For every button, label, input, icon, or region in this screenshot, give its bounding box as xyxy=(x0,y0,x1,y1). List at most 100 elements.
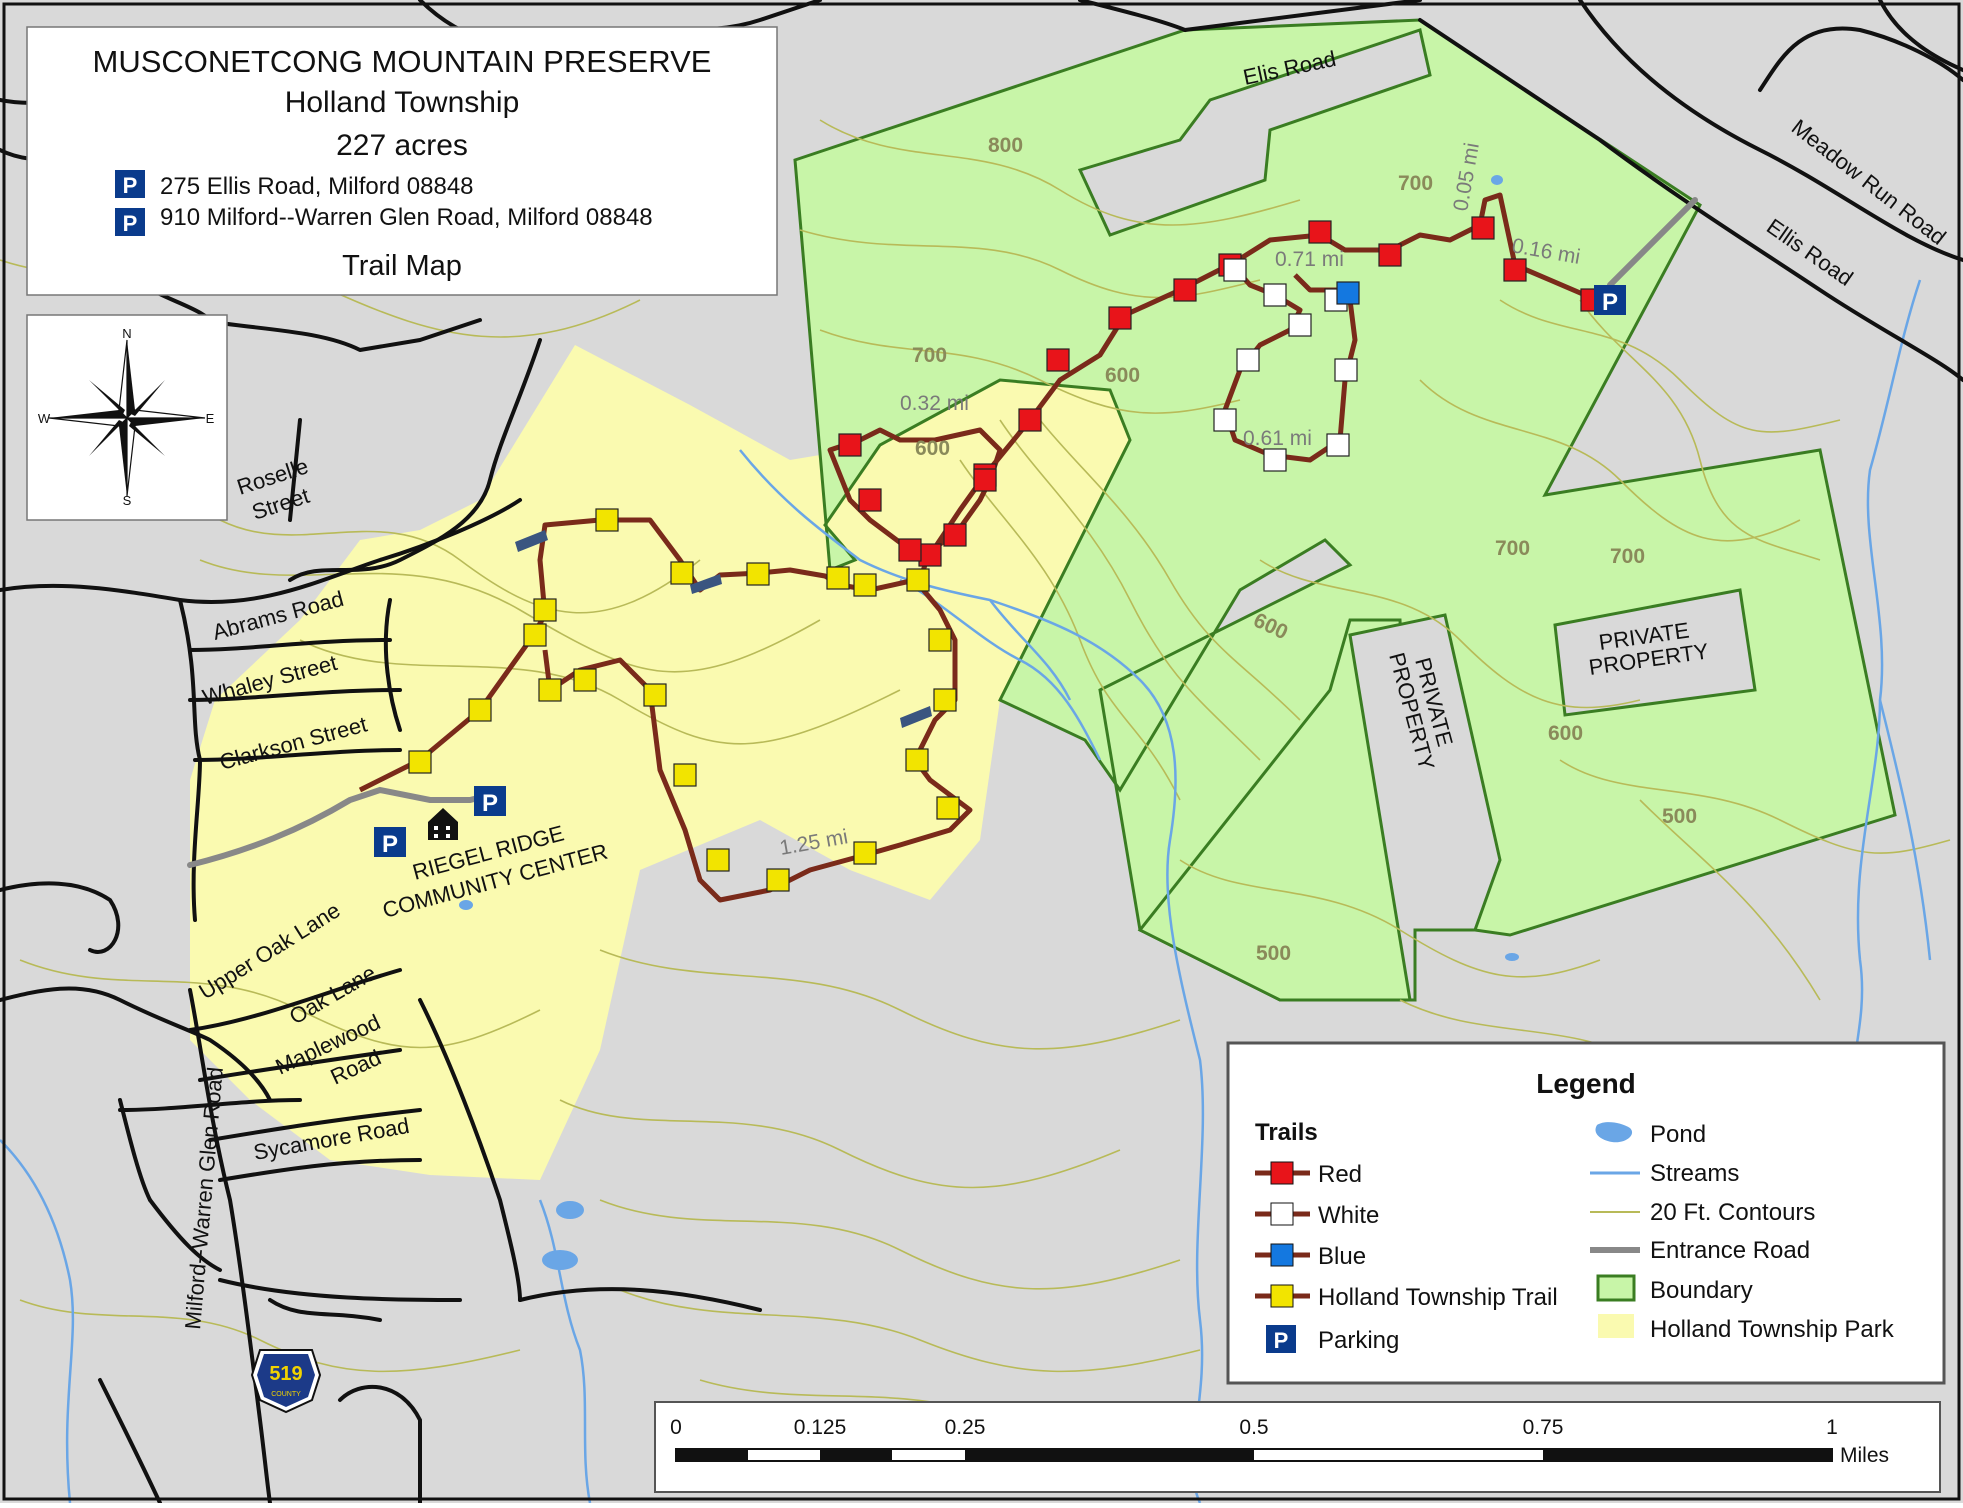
contour-label: 700 xyxy=(1495,537,1530,560)
parking-letter: P xyxy=(123,211,138,236)
holland-trail-marker xyxy=(853,573,877,597)
holland-trail-marker xyxy=(928,628,952,652)
parking-letter: P xyxy=(123,173,138,198)
red-trail-marker xyxy=(1018,408,1042,432)
contour-label: 600 xyxy=(915,437,950,460)
parking-icon-ellis: P xyxy=(1594,285,1626,316)
distance-label: 0.32 mi xyxy=(900,392,969,415)
holland-trail-marker xyxy=(905,748,929,772)
legend-contours: 20 Ft. Contours xyxy=(1650,1199,1815,1226)
distance-label: 0.61 mi xyxy=(1243,427,1312,450)
red-trail-marker xyxy=(838,433,862,457)
holland-trail-marker xyxy=(538,678,562,702)
red-trail-marker xyxy=(973,468,997,492)
white-trail-marker xyxy=(1326,433,1350,457)
red-trail-marker xyxy=(943,523,967,547)
contour-labels: 800 700 700 700 700 600 600 600 600 500 … xyxy=(912,134,1697,965)
parking-letter: P xyxy=(382,831,398,858)
scale-tick-2: 0.25 xyxy=(945,1416,986,1439)
white-trail-marker xyxy=(1334,358,1358,382)
red-trail-marker xyxy=(1471,216,1495,240)
legend-title: Legend xyxy=(1536,1068,1636,1099)
scale-tick-4: 0.75 xyxy=(1523,1416,1564,1439)
parking-letter: P xyxy=(1602,289,1618,316)
white-trail-marker xyxy=(1263,283,1287,307)
contour-label: 700 xyxy=(1610,545,1645,568)
holland-trail-marker xyxy=(595,508,619,532)
bench-icons xyxy=(515,530,932,728)
distance-labels: 0.05 mi 0.16 mi 0.71 mi 0.32 mi 0.61 mi … xyxy=(778,141,1582,860)
holland-trail-marker xyxy=(706,848,730,872)
holland-trail-marker xyxy=(936,796,960,820)
legend-holland: Holland Township Trail xyxy=(1318,1284,1558,1311)
legend-park: Holland Township Park xyxy=(1650,1316,1895,1343)
private-property-1 xyxy=(1348,613,1502,1002)
scale-tick-3: 0.5 xyxy=(1239,1416,1268,1439)
holland-trail-marker xyxy=(766,868,790,892)
map-township: Holland Township xyxy=(285,86,520,119)
holland-trail-marker xyxy=(573,668,597,692)
red-trail-marker xyxy=(898,538,922,562)
legend-white: White xyxy=(1318,1202,1379,1229)
red-trail-marker xyxy=(1173,278,1197,302)
building-icon xyxy=(428,808,458,840)
map-acres: 227 acres xyxy=(336,129,468,162)
route-number: 519 xyxy=(269,1363,302,1385)
private-property-top xyxy=(1077,28,1432,237)
white-trail-marker xyxy=(1236,348,1260,372)
scale-tick-0: 0 xyxy=(670,1416,682,1439)
holland-trail-marker xyxy=(933,688,957,712)
legend-red: Red xyxy=(1318,1161,1362,1188)
holland-trail-marker xyxy=(853,841,877,865)
legend: Legend Trails Red White Blue Holland Tow… xyxy=(1226,1041,1946,1385)
holland-trail-marker xyxy=(826,566,850,590)
legend-parking: Parking xyxy=(1318,1327,1399,1354)
white-trail-marker xyxy=(1213,408,1237,432)
contour-label: 800 xyxy=(988,134,1023,157)
red-trail-marker xyxy=(858,488,882,512)
contour-label: 700 xyxy=(912,344,947,367)
red-trail-marker xyxy=(918,543,942,567)
compass-n: N xyxy=(122,326,131,341)
legend-trails-heading: Trails xyxy=(1255,1119,1318,1146)
contour-label: 600 xyxy=(1548,722,1583,745)
holland-trail-marker xyxy=(673,763,697,787)
legend-pond: Pond xyxy=(1650,1121,1706,1148)
holland-trail-marker xyxy=(670,561,694,585)
contour-label: 600 xyxy=(1105,364,1140,387)
holland-trail-marker xyxy=(408,750,432,774)
parking-letter: P xyxy=(1274,1328,1289,1353)
legend-blue: Blue xyxy=(1318,1243,1366,1270)
ponds xyxy=(459,175,1519,1270)
entrance-roads xyxy=(187,197,1698,868)
holland-trail-marker xyxy=(746,562,770,586)
legend-entrance: Entrance Road xyxy=(1650,1237,1810,1264)
legend-streams: Streams xyxy=(1650,1160,1739,1187)
distance-label: 0.71 mi xyxy=(1275,248,1344,271)
scale-tick-5: 1 xyxy=(1826,1416,1838,1439)
holland-trail-marker xyxy=(468,698,492,722)
compass-s: S xyxy=(123,493,132,508)
legend-boundary: Boundary xyxy=(1650,1277,1753,1304)
white-trail-marker xyxy=(1288,313,1312,337)
address-1: 275 Ellis Road, Milford 08848 xyxy=(160,173,474,200)
holland-trail-marker xyxy=(533,598,557,622)
title-box: MUSCONETCONG MOUNTAIN PRESERVE Holland T… xyxy=(26,26,778,296)
holland-trail-marker xyxy=(523,623,547,647)
red-trail-marker xyxy=(1308,220,1332,244)
map-title: MUSCONETCONG MOUNTAIN PRESERVE xyxy=(93,44,712,79)
contour-label: 500 xyxy=(1662,805,1697,828)
holland-trail-path xyxy=(358,517,973,903)
map-subtitle: Trail Map xyxy=(342,250,462,282)
compass-rose: N S E W xyxy=(26,314,228,521)
contour-label: 500 xyxy=(1256,942,1291,965)
parking-icon-riegel-1: P xyxy=(474,786,506,817)
blue-trail-marker xyxy=(1336,281,1360,305)
parking-icon-riegel-2: P xyxy=(374,827,406,858)
holland-trail-marker xyxy=(643,683,667,707)
scale-unit: Miles xyxy=(1840,1444,1889,1467)
parking-letter: P xyxy=(482,790,498,817)
route-sub: COUNTY xyxy=(271,1391,301,1398)
